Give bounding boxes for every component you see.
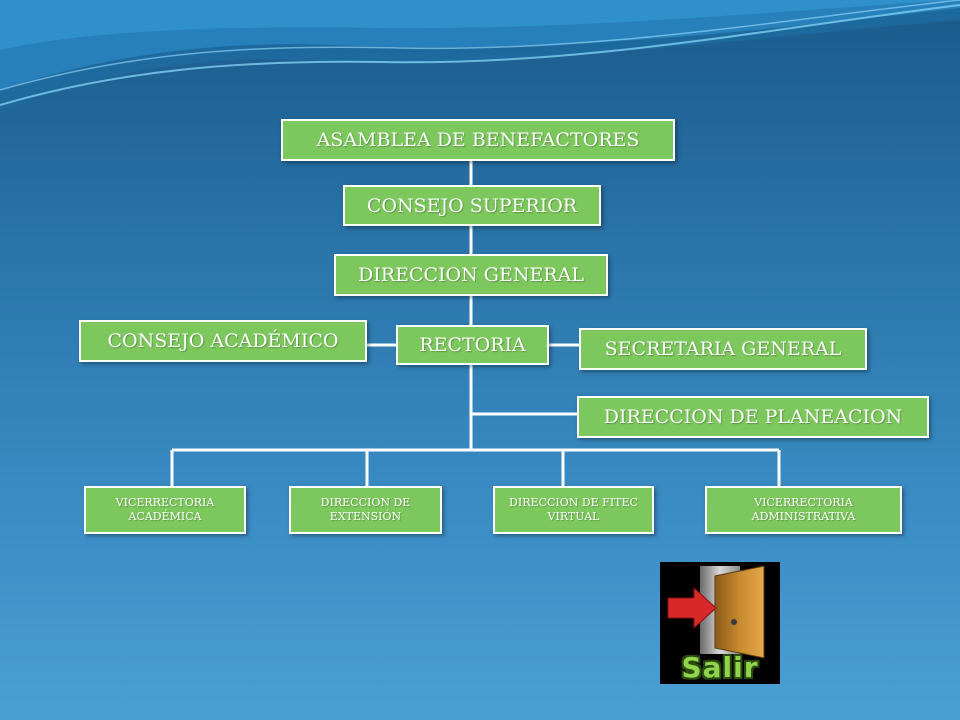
node-direccion-de-fitec-virtual: DIRECCION DE FITEC VIRTUAL (493, 486, 654, 534)
node-vicerrectoria-administrativa: VICERRECTORIA ADMINISTRATIVA (705, 486, 902, 534)
exit-label: Salir (681, 650, 759, 684)
node-consejo-academico: CONSEJO ACADÉMICO (79, 320, 367, 362)
exit-door-icon (667, 565, 765, 659)
node-direccion-de-planeacion: DIRECCION DE PLANEACION (577, 396, 929, 438)
node-consejo-superior: CONSEJO SUPERIOR (343, 185, 601, 226)
node-direccion-general: DIRECCION GENERAL (334, 254, 608, 296)
exit-button[interactable]: Salir (660, 562, 780, 684)
node-secretaria-general: SECRETARIA GENERAL (579, 328, 867, 370)
node-rectoria: RECTORIA (396, 325, 549, 365)
header-swoosh-decoration (0, 0, 960, 110)
node-direccion-de-extension: DIRECCION DE EXTENSIÓN (289, 486, 442, 534)
node-asamblea-de-benefactores: ASAMBLEA DE BENEFACTORES (281, 119, 675, 161)
node-vicerrectoria-academica: VICERRECTORIA ACADÉMICA (84, 486, 246, 534)
